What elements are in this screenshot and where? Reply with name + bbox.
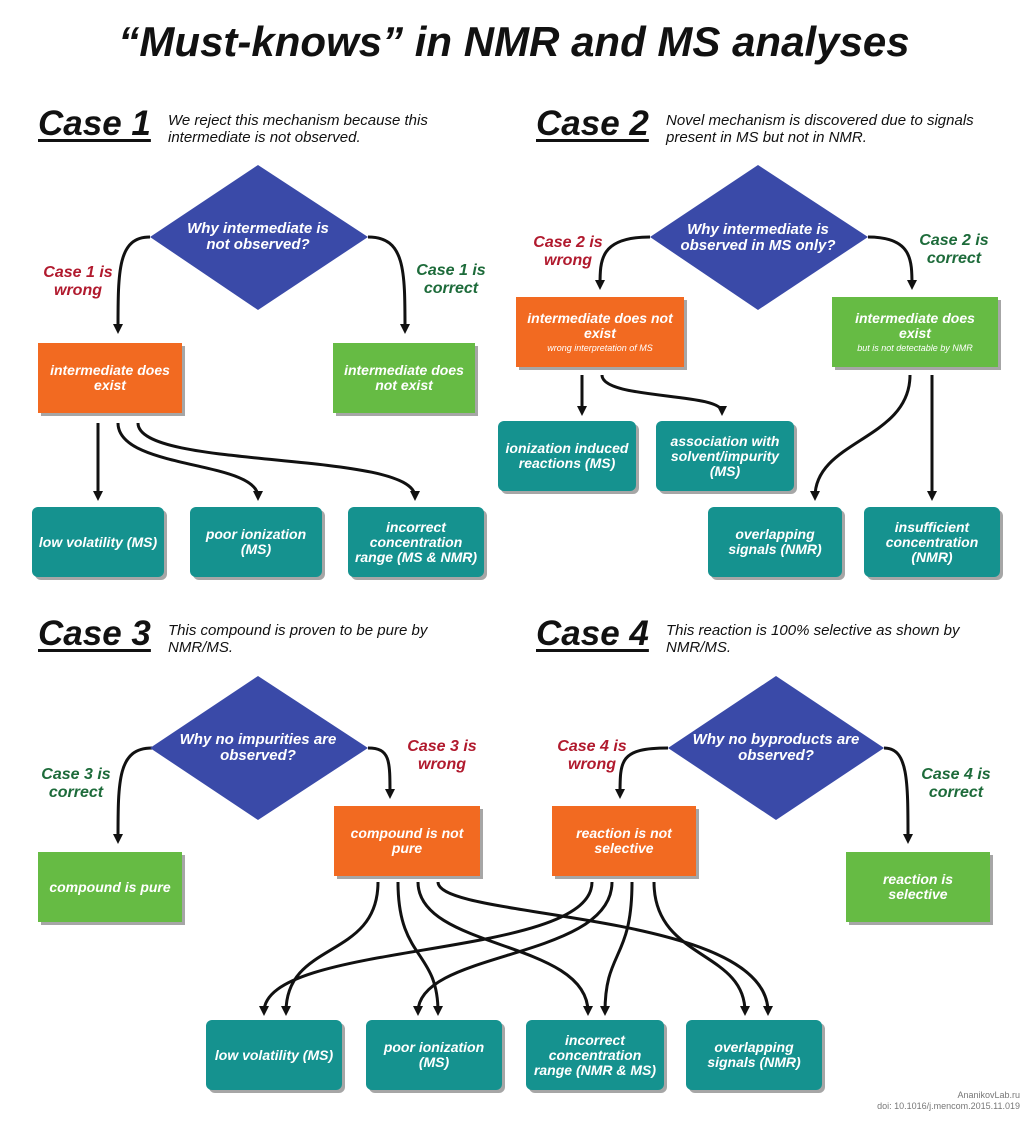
- case4-diamond: [668, 676, 884, 820]
- case4-heading: Case 4: [536, 614, 649, 653]
- case2-reason-overlapping: overlapping signals (NMR): [708, 507, 842, 577]
- case2-reason-ionization-induced: ionization induced reactions (MS): [498, 421, 636, 491]
- case4-description: This reaction is 100% selective as shown…: [666, 622, 960, 656]
- case4-wrong-box: reaction is not selective: [552, 806, 696, 876]
- arrow-case2-association: [600, 374, 727, 416]
- arrow-case3-low-volatility: [281, 881, 380, 1016]
- diagram-title: “Must-knows” in NMR and MS analyses: [118, 18, 910, 65]
- case2-question: Why intermediate is observed in MS only?: [680, 221, 836, 254]
- case1-wrong-box: intermediate does exist: [38, 343, 182, 413]
- arrow-case4-correct: [883, 746, 913, 844]
- case2-reason-insufficient: insufficient concentration (NMR): [864, 507, 1000, 577]
- case2-reason-association: association with solvent/impurity (MS): [656, 421, 794, 491]
- case1-heading: Case 1: [38, 104, 151, 143]
- shared-reason-low-volatility: low volatility (MS): [206, 1020, 342, 1090]
- case1-reason-concentration: incorrect concentration range (MS & NMR): [348, 507, 484, 577]
- case1-correct-box: intermediate does not exist: [333, 343, 475, 413]
- case2-wrong-label: Case 2 is wrong: [533, 234, 603, 269]
- arrow-case4-wrong: [615, 746, 669, 799]
- case3-heading: Case 3: [38, 614, 151, 653]
- arrow-case3-overlapping: [436, 881, 773, 1016]
- case3-description: This compound is proven to be pure by NM…: [168, 622, 428, 656]
- arrow-case3-concentration: [416, 881, 593, 1016]
- arrow-case1-concentration: [136, 422, 420, 501]
- arrow-case4-low-volatility: [259, 881, 594, 1016]
- case3-wrong-label: Case 3 is wrong: [407, 738, 477, 773]
- case3-wrong-box: compound is not pure: [334, 806, 480, 876]
- arrow-case2-wrong: [595, 235, 651, 290]
- credit-doi: doi: 10.1016/j.mencom.2015.11.019: [877, 1101, 1020, 1111]
- arrow-case1-correct: [367, 235, 410, 334]
- arrow-case4-overlapping: [652, 881, 750, 1016]
- case2-wrong-box: intermediate does not exist wrong interp…: [516, 297, 684, 367]
- shared-reason-concentration: incorrect concentration range (NMR & MS): [526, 1020, 664, 1090]
- shared-reason-overlapping: overlapping signals (NMR): [686, 1020, 822, 1090]
- arrow-case1-wrong: [113, 235, 151, 334]
- arrow-case3-wrong: [367, 746, 395, 799]
- case2-correct-box-sub: but is not detectable by NMR: [857, 342, 973, 353]
- case4-correct-label: Case 4 is correct: [921, 766, 991, 801]
- case2-wrong-box-label: intermediate does not exist: [527, 309, 673, 341]
- case2-correct-box-label: intermediate does exist: [855, 309, 975, 341]
- case4-wrong-label: Case 4 is wrong: [557, 738, 627, 773]
- arrow-case4-concentration: [600, 881, 634, 1016]
- case1-reason-poor-ionization: poor ionization (MS): [190, 507, 322, 577]
- case3-diamond: [150, 676, 368, 820]
- arrow-case1-poor-ionization: [116, 422, 263, 501]
- case2-description: Novel mechanism is discovered due to sig…: [666, 112, 974, 146]
- case2-wrong-box-sub: wrong interpretation of MS: [547, 342, 653, 353]
- case1-correct-label: Case 1 is correct: [416, 262, 486, 297]
- case4-correct-box: reaction is selective: [846, 852, 990, 922]
- case2-heading: Case 2: [536, 104, 649, 143]
- case3-correct-box: compound is pure: [38, 852, 182, 922]
- decision-diamonds: [150, 165, 884, 820]
- arrow-case3-correct: [113, 746, 153, 844]
- arrow-case4-poor-ionization: [413, 881, 614, 1016]
- case3-question: Why no impurities are observed?: [179, 731, 337, 764]
- case2-correct-label: Case 2 is correct: [919, 232, 989, 267]
- case2-correct-box: intermediate does exist but is not detec…: [832, 297, 998, 367]
- case1-wrong-label: Case 1 is wrong: [43, 264, 113, 299]
- case1-description: We reject this mechanism because this in…: [168, 112, 428, 146]
- arrow-case2-overlapping: [810, 374, 912, 501]
- credit: AnanikovLab.ru doi: 10.1016/j.mencom.201…: [877, 1090, 1020, 1112]
- shared-reason-poor-ionization: poor ionization (MS): [366, 1020, 502, 1090]
- case4-question: Why no byproducts are observed?: [692, 731, 860, 764]
- case2-diamond: [650, 165, 868, 310]
- arrow-case2-correct: [867, 235, 917, 290]
- arrow-case3-poor-ionization: [396, 881, 443, 1016]
- case1-diamond: [150, 165, 368, 310]
- case1-question: Why intermediate is not observed?: [187, 220, 329, 253]
- case3-correct-label: Case 3 is correct: [41, 766, 111, 801]
- credit-site: AnanikovLab.ru: [957, 1090, 1020, 1100]
- case1-reason-low-volatility: low volatility (MS): [32, 507, 164, 577]
